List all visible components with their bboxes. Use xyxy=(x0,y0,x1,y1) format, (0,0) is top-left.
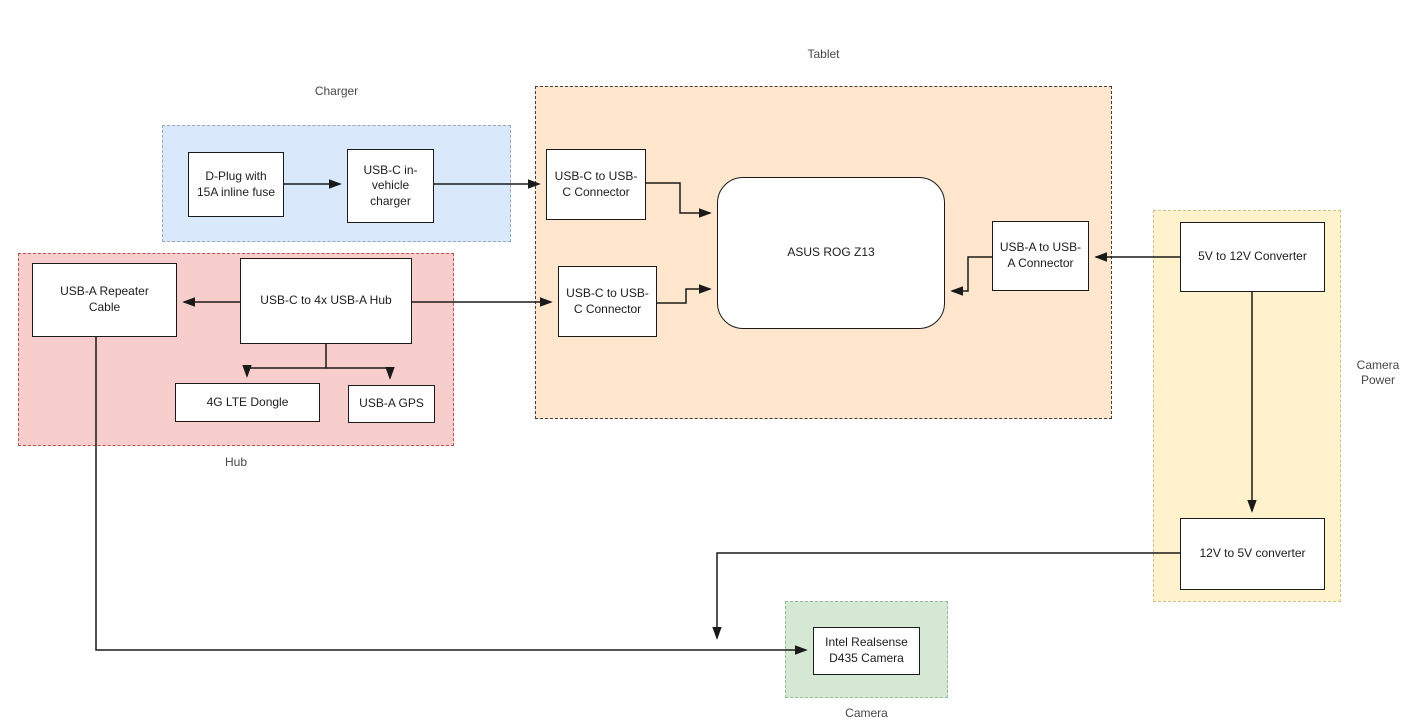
node-5v-to-12v-converter[interactable]: 5V to 12V Converter xyxy=(1180,222,1325,292)
edge-repeater-to-camera[interactable] xyxy=(95,337,806,650)
node-vehicle-charger[interactable]: USB-C in-vehicle charger xyxy=(347,149,434,223)
node-usba-gps[interactable]: USB-A GPS xyxy=(348,385,435,423)
node-usb-hub[interactable]: USB-C to 4x USB-A Hub xyxy=(240,258,412,344)
node-usba-connector[interactable]: USB-A to USB-A Connector xyxy=(992,221,1089,291)
node-d-plug[interactable]: D-Plug with 15A inline fuse xyxy=(188,152,284,217)
edge-usba-to-rog[interactable] xyxy=(952,256,992,291)
edge-hub-to-lte[interactable] xyxy=(247,344,327,376)
node-12v-to-5v-converter[interactable]: 12V to 5V converter xyxy=(1180,518,1325,590)
group-label-charger: Charger xyxy=(314,84,359,98)
edge-12v5v-to-camera-line[interactable] xyxy=(717,552,1180,638)
edge-usbc-bottom-to-rog[interactable] xyxy=(657,289,710,304)
edge-hub-to-gps[interactable] xyxy=(326,368,390,378)
node-lte-dongle[interactable]: 4G LTE Dongle xyxy=(175,383,320,422)
group-label-hub: Hub xyxy=(224,455,247,469)
node-usba-repeater[interactable]: USB-A Repeater Cable xyxy=(32,263,177,337)
group-label-camera-power: Camera Power xyxy=(1356,358,1400,387)
group-label-camera: Camera xyxy=(845,706,888,720)
edge-usbc-top-to-rog[interactable] xyxy=(646,182,710,213)
node-asus-rog-z13[interactable]: ASUS ROG Z13 xyxy=(717,177,945,329)
node-realsense-camera[interactable]: Intel Realsense D435 Camera xyxy=(813,627,920,675)
group-label-tablet: Tablet xyxy=(807,47,840,61)
node-usbc-connector-top[interactable]: USB-C to USB-C Connector xyxy=(546,149,646,220)
node-usbc-connector-bottom[interactable]: USB-C to USB-C Connector xyxy=(558,266,657,337)
